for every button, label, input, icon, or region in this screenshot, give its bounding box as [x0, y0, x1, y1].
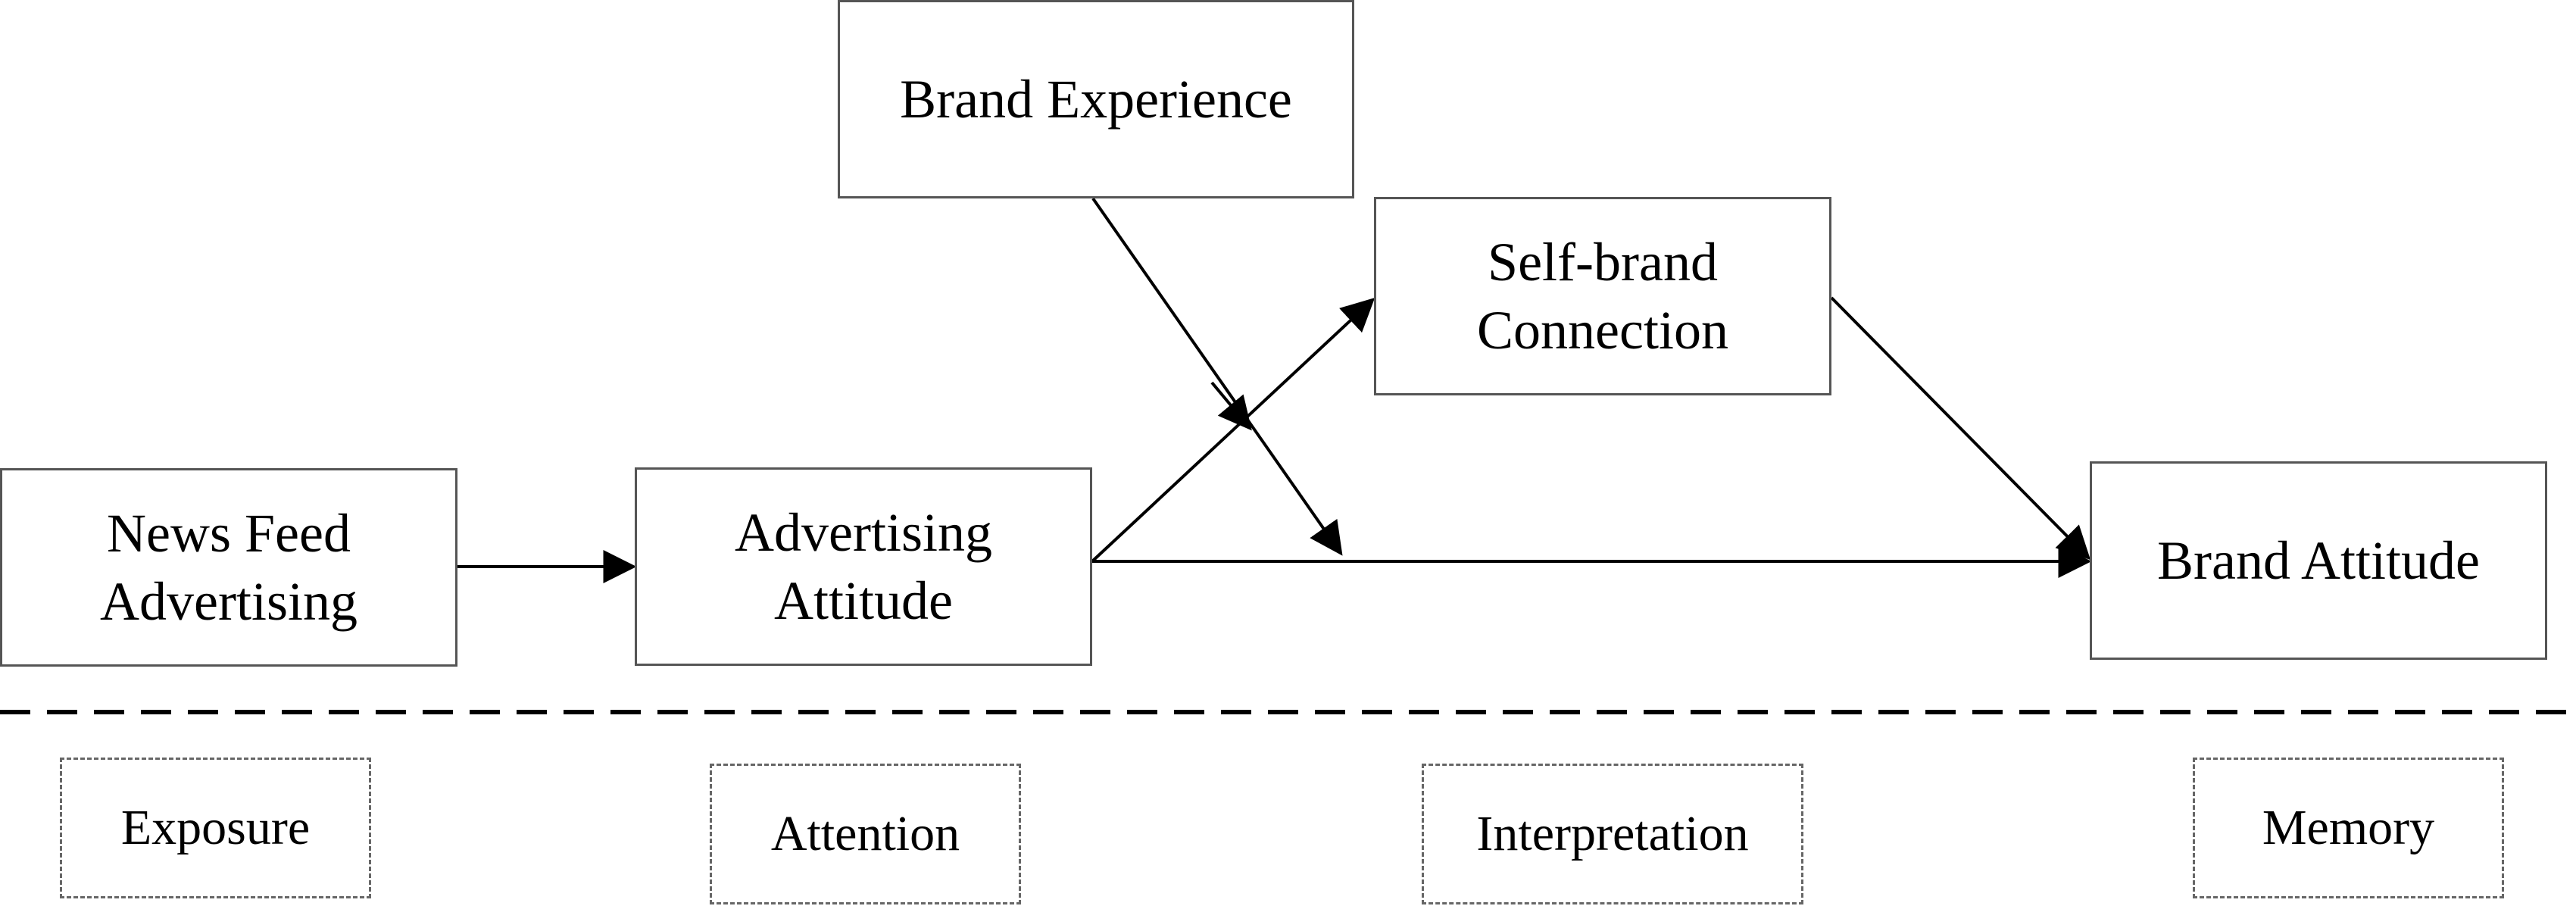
brand-attitude-box: Brand Attitude [2090, 461, 2547, 660]
stage-memory-label: Memory [2262, 800, 2435, 855]
brand-experience-label: Brand Experience [900, 69, 1292, 130]
stage-memory-box: Memory [2193, 758, 2504, 898]
news-feed-advertising-box: News Feed Advertising [0, 468, 457, 667]
self-brand-connection-box: Self-brand Connection [1374, 197, 1831, 395]
stage-exposure-label: Exposure [120, 800, 311, 855]
news-feed-label-line1: News Feed [107, 503, 351, 564]
stage-exposure-box: Exposure [60, 758, 371, 898]
self-brand-label-line2: Connection [1477, 300, 1728, 361]
arrow-selfbrand-to-brandattitude [1830, 296, 2091, 561]
arrow-brandexperience-moderation [1091, 197, 1343, 556]
self-brand-label-line1: Self-brand [1488, 232, 1718, 292]
stage-interpretation-label: Interpretation [1476, 806, 1749, 861]
advertising-attitude-label-line1: Advertising [735, 502, 992, 563]
brand-experience-box: Brand Experience [838, 0, 1354, 198]
moderation-intersection-arrow [1210, 381, 1252, 431]
stage-attention-box: Attention [710, 764, 1021, 904]
news-feed-label-line2: Advertising [100, 571, 358, 632]
arrow-adattitude-to-selfbrand [1091, 297, 1375, 563]
advertising-attitude-box: Advertising Attitude [635, 467, 1092, 666]
brand-attitude-label: Brand Attitude [2157, 530, 2480, 591]
stage-interpretation-box: Interpretation [1422, 764, 1803, 904]
stage-attention-label: Attention [770, 806, 960, 861]
advertising-attitude-label-line2: Attitude [774, 570, 953, 631]
